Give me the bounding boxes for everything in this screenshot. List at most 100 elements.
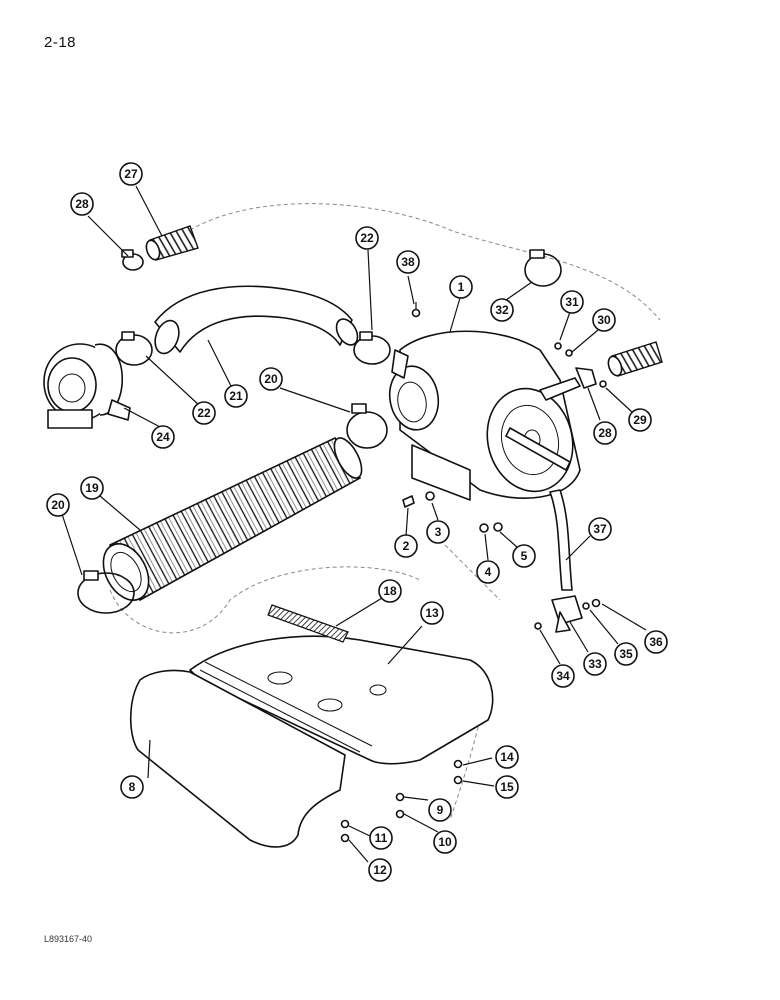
callout-circle (259, 367, 283, 391)
callout-c20b: 20 (259, 367, 283, 391)
callout-circle (449, 275, 473, 299)
small-hardware (340, 302, 607, 843)
callout-number: 31 (565, 295, 579, 309)
callout-circle (119, 162, 143, 186)
hose-clamps (77, 249, 562, 614)
callout-circle (355, 226, 379, 250)
callout-number: 11 (375, 831, 388, 845)
callout-number: 22 (197, 406, 211, 420)
callout-circle (192, 401, 216, 425)
callout-number: 1 (458, 280, 465, 294)
callout-circle (512, 544, 536, 568)
callout-circle (644, 630, 668, 654)
callout-c35: 35 (614, 642, 638, 666)
callout-c14: 14 (495, 745, 519, 769)
callout-number: 9 (437, 803, 444, 817)
small-rubber-hoses (145, 225, 663, 377)
callout-number: 12 (373, 863, 387, 877)
callout-c3: 3 (426, 520, 450, 544)
callout-circle (224, 384, 248, 408)
callout-number: 4 (485, 565, 492, 579)
callout-circle (583, 652, 607, 676)
callout-number: 29 (633, 413, 647, 427)
turbocharger (43, 343, 131, 429)
callout-number: 37 (593, 522, 607, 536)
callout-number: 10 (438, 835, 452, 849)
elbow-hose (154, 285, 359, 355)
callout-c32: 32 (490, 298, 514, 322)
phantom-lines (109, 203, 661, 821)
callout-c28a: 28 (70, 192, 94, 216)
callout-number: 34 (556, 669, 570, 683)
callout-circle (551, 664, 575, 688)
callout-c5: 5 (512, 544, 536, 568)
callout-c36: 36 (644, 630, 668, 654)
callout-c4: 4 (476, 560, 500, 584)
callout-number: 38 (401, 255, 415, 269)
callout-circle (151, 425, 175, 449)
callout-number: 20 (264, 372, 278, 386)
callout-circle (120, 775, 144, 799)
callout-number: 36 (649, 635, 663, 649)
callout-c29: 29 (628, 408, 652, 432)
callout-c19: 19 (80, 476, 104, 500)
callout-circle (495, 775, 519, 799)
callout-c9: 9 (428, 798, 452, 822)
callout-number: 28 (598, 426, 612, 440)
callout-number: 22 (360, 231, 374, 245)
callout-circle (614, 642, 638, 666)
foam-strip (267, 604, 349, 643)
vacuator-hose-and-bracket (549, 489, 583, 633)
callout-number: 30 (597, 313, 611, 327)
callout-number: 24 (156, 430, 170, 444)
callout-circle (628, 408, 652, 432)
callout-c20a: 20 (46, 493, 70, 517)
callout-circle (80, 476, 104, 500)
callout-c12: 12 (368, 858, 392, 882)
callout-labels: 1234589101112131415181920202122222427282… (46, 162, 668, 882)
callout-c31: 31 (560, 290, 584, 314)
callout-c1: 1 (449, 275, 473, 299)
callout-circle (476, 560, 500, 584)
callout-c38: 38 (396, 250, 420, 274)
callout-number: 20 (51, 498, 65, 512)
callout-c34: 34 (551, 664, 575, 688)
callout-circle (420, 601, 444, 625)
callout-circle (592, 308, 616, 332)
callout-number: 14 (500, 750, 514, 764)
callout-number: 27 (124, 167, 138, 181)
callout-c13: 13 (420, 601, 444, 625)
callout-c21: 21 (224, 384, 248, 408)
callout-number: 2 (403, 539, 410, 553)
callout-number: 19 (85, 481, 99, 495)
callout-circle (70, 192, 94, 216)
shield-lower (129, 669, 346, 848)
callout-c24: 24 (151, 425, 175, 449)
callout-circle (368, 858, 392, 882)
callout-circle (560, 290, 584, 314)
callout-number: 35 (619, 647, 633, 661)
callout-circle (378, 579, 402, 603)
callout-number: 33 (588, 657, 602, 671)
callout-number: 8 (129, 780, 136, 794)
callout-c28b: 28 (593, 421, 617, 445)
callout-number: 32 (495, 303, 509, 317)
callout-c8: 8 (120, 775, 144, 799)
air-cleaner-assembly (388, 330, 581, 501)
callout-number: 15 (500, 780, 514, 794)
callout-c30: 30 (592, 308, 616, 332)
callout-circle (394, 534, 418, 558)
callout-c33: 33 (583, 652, 607, 676)
callout-c15: 15 (495, 775, 519, 799)
callout-circle (369, 826, 393, 850)
page-number: 2-18 (44, 34, 77, 51)
callout-c37: 37 (588, 517, 612, 541)
callout-circle (490, 298, 514, 322)
callout-circle (396, 250, 420, 274)
callout-number: 5 (521, 549, 528, 563)
callout-circle (495, 745, 519, 769)
callout-number: 28 (75, 197, 89, 211)
callout-circle (588, 517, 612, 541)
callout-c11: 11 (369, 826, 393, 850)
callout-c22a: 22 (355, 226, 379, 250)
